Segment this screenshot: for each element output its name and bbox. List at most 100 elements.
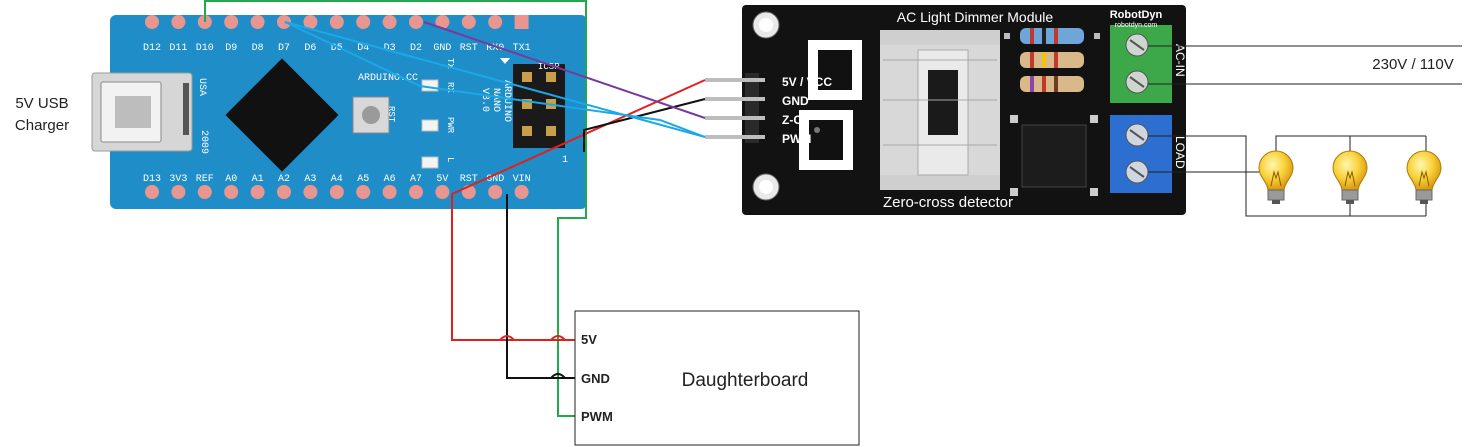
- pin-label-top: D11: [169, 43, 187, 54]
- wire-black-gnd: [506, 194, 575, 379]
- rst-label: RST: [386, 106, 396, 123]
- led-l: [421, 156, 439, 169]
- icsp-label: ICSP: [538, 62, 560, 72]
- pin-label-top: D6: [304, 43, 316, 54]
- triac: [928, 70, 958, 135]
- tx-label: TX: [445, 58, 455, 69]
- pin-label-top: D12: [143, 43, 161, 54]
- wires: [204, 0, 706, 417]
- pin-pad-bottom: [382, 185, 397, 199]
- pin-label-top: RX0: [486, 43, 504, 54]
- pin-label-bottom: A2: [278, 174, 290, 185]
- pin-label-bottom: A3: [304, 174, 316, 185]
- usb-port-inner: [115, 96, 151, 128]
- led-pwr: [421, 119, 439, 132]
- charger-label-line2: Charger: [15, 117, 69, 134]
- arduino-board: [110, 15, 587, 209]
- load-label: LOAD: [1173, 136, 1187, 169]
- pin-label-bottom: D13: [143, 174, 161, 185]
- pin-pad-top: [145, 15, 159, 29]
- zero-cross-label: Zero-cross detector: [883, 194, 1013, 211]
- usa-label: USA: [196, 78, 207, 96]
- daughterboard-box: [574, 310, 860, 446]
- pin-label-bottom: A1: [252, 174, 264, 185]
- pin-pad-top: [514, 15, 529, 29]
- wire-black-dimmer: [583, 98, 706, 152]
- mains-voltage-label: 230V / 110V: [1372, 56, 1453, 73]
- pin-pad-bottom: [197, 185, 212, 199]
- pin-pad-top: [488, 15, 503, 29]
- daughterboard: Daughterboard 5V GND PWM: [574, 310, 860, 446]
- pin-pad-top: [329, 15, 344, 29]
- arduino-vertical-1: ARDUINO: [501, 80, 512, 122]
- light-bulb-icon: [1406, 150, 1442, 204]
- dimmer-pin-gnd: GND: [782, 94, 809, 108]
- wire-purple: [423, 21, 706, 119]
- usb-tab: [183, 83, 189, 135]
- pin-label-top: D3: [384, 43, 396, 54]
- pin-pad-top: [435, 15, 450, 29]
- pin-pad-bottom: [303, 185, 318, 199]
- light-bulb-icon: [1332, 150, 1368, 204]
- arduino-cc-label: ARDUINO.CC: [358, 73, 418, 84]
- charger-label-line1: 5V USB: [15, 95, 68, 112]
- pin-pad-top: [409, 15, 423, 29]
- pin-label-top: D9: [225, 43, 237, 54]
- pin-label-bottom: GND: [486, 174, 504, 185]
- daughter-pin-5v: 5V: [581, 332, 597, 347]
- pin-pad-bottom: [514, 185, 529, 199]
- pwr-label: PWR: [445, 117, 455, 134]
- pin-pad-bottom: [224, 185, 239, 199]
- dimmer-module: AC Light Dimmer Module RobotDyn robotdyn…: [705, 5, 1187, 215]
- pin-label-top: GND: [433, 43, 451, 54]
- pin-pad-bottom: [488, 185, 503, 199]
- pin-label-bottom: A0: [225, 174, 237, 185]
- pin-label-bottom: REF: [196, 174, 214, 185]
- pin-label-top: D4: [357, 43, 369, 54]
- ac-in-terminal: [1110, 25, 1172, 103]
- resistor-3: [1020, 76, 1084, 92]
- resistor-2: [1020, 52, 1084, 68]
- light-bulbs: [1258, 150, 1442, 204]
- daughter-pin-gnd: GND: [581, 371, 610, 386]
- led-rx: [421, 79, 439, 92]
- pin-pad-bottom: [250, 185, 265, 199]
- pin-pad-bottom: [277, 185, 291, 199]
- top-pin-row: [145, 15, 529, 29]
- pin-pad-top: [461, 15, 476, 29]
- triangle-marker-icon: [500, 58, 510, 64]
- bottom-pin-row: [145, 185, 529, 199]
- icsp-pin1-label: 1: [562, 155, 568, 166]
- pin-label-bottom: A7: [410, 174, 422, 185]
- pin-pad-top: [250, 15, 265, 29]
- pin-label-bottom: 5V: [436, 174, 448, 185]
- wire-green-pwm: [204, 0, 587, 417]
- bridge-rectifier: [1021, 124, 1087, 188]
- pin-pad-bottom: [356, 185, 371, 199]
- pin-label-top: D8: [252, 43, 264, 54]
- pin-label-top: D5: [331, 43, 343, 54]
- pin-label-top: TX1: [513, 43, 531, 54]
- wire-blue: [284, 21, 706, 138]
- wire-red-dimmer: [451, 79, 706, 195]
- pin-pad-bottom: [409, 185, 423, 199]
- pin-pad-bottom: [329, 185, 344, 199]
- pin-pad-top: [224, 15, 239, 29]
- pin-label-bottom: A4: [331, 174, 343, 185]
- pin-label-bottom: A6: [384, 174, 396, 185]
- pin-label-top: D10: [196, 43, 214, 54]
- resistor-1: [1020, 28, 1084, 44]
- pin-pad-top: [277, 15, 291, 29]
- pin-pad-top: [382, 15, 397, 29]
- dimmer-pin-pwm: PWM: [782, 132, 811, 146]
- dimmer-title: AC Light Dimmer Module: [897, 9, 1054, 25]
- pin-pad-top: [303, 15, 318, 29]
- wire-red-5v: [451, 194, 575, 341]
- pin-pad-top: [171, 15, 186, 29]
- dimmer-pin-zc: Z-C: [782, 113, 802, 127]
- light-bulb-icon: [1258, 150, 1294, 204]
- pin-pad-bottom: [145, 185, 159, 199]
